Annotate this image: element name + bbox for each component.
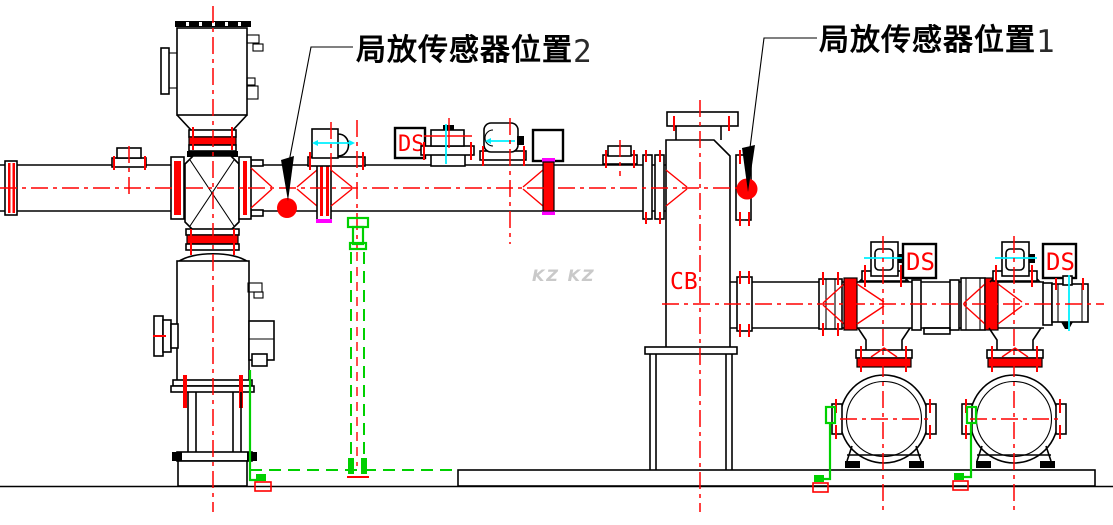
ground-wire-breaker (248, 370, 272, 492)
motor-operator-1 (864, 241, 906, 277)
tank1-flange-band (856, 357, 912, 368)
sensor-dot-2 (277, 198, 297, 218)
lifting-bracket (160, 47, 170, 95)
ds-label-3: DS (1046, 248, 1075, 276)
ground-wire-tank1 (812, 405, 837, 493)
ds-label-box-1: DS (393, 126, 427, 160)
leader-line-2 (288, 46, 353, 163)
cb-column (665, 139, 731, 351)
ds-label-box-3: DS (1041, 242, 1078, 280)
sensor-label-1: 局放传感器位置 (819, 23, 1036, 58)
disconnector-drive-3 (479, 122, 527, 166)
upper-tank-body (176, 27, 248, 116)
ds-tank-1: DS (831, 241, 938, 468)
tee-and-cb-column: CB (642, 111, 752, 470)
ds-tank-2: DS (961, 241, 1078, 468)
cb-support-plate (644, 346, 738, 355)
text-labels: 局放传感器位置 2 局放传感器位置 1 KZ KZ (356, 23, 1055, 285)
foundation (0, 469, 1113, 488)
cb-cap-plate (666, 111, 739, 127)
sensor-annotations (277, 37, 817, 218)
mid-disconnector-section: DS (296, 118, 565, 223)
upper-tank (160, 21, 264, 157)
ds-label-box-2: DS (901, 242, 938, 280)
tank2-flange-band (987, 357, 1043, 368)
ds-label-1: DS (398, 132, 425, 157)
right-mechanism (1042, 275, 1089, 331)
grounding-switch (346, 216, 370, 478)
ground-wire-tank2 (952, 405, 978, 491)
grounding-circuit (248, 216, 978, 493)
flange-2 (542, 161, 555, 212)
centerlines (0, 6, 1104, 512)
watermark: KZ KZ (532, 266, 596, 285)
motor-operator-2 (995, 241, 1037, 277)
cross-junction (170, 155, 273, 231)
disconnector-unit-2 (420, 118, 475, 167)
cb-label: CB (670, 269, 698, 295)
ds-label-2: DS (906, 248, 935, 276)
sensor-arrow-2 (281, 156, 294, 201)
disconnector-drive-1 (311, 128, 355, 159)
sensor-dot-1 (736, 178, 758, 200)
leader-line-1 (749, 37, 817, 149)
sensor-label-2: 局放传感器位置 (356, 33, 573, 68)
sensor-label-1-number: 1 (1036, 24, 1055, 60)
platform-beam (457, 469, 1096, 487)
sensor-label-2-number: 2 (573, 34, 592, 70)
sensor-arrow-1 (742, 145, 755, 192)
junction-box (531, 128, 565, 163)
